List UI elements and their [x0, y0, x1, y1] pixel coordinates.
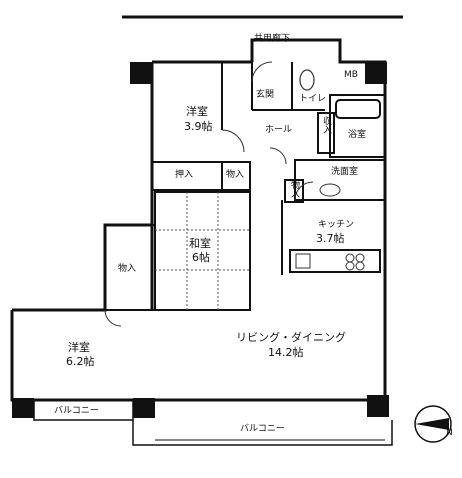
closet-wash-label: 物入: [289, 180, 299, 198]
japanese-room-name: 和室: [189, 237, 211, 250]
western-room1-size: 3.9帖: [184, 120, 213, 133]
entrance-label: 玄関: [256, 90, 275, 100]
bath-label: 浴室: [348, 130, 367, 140]
door-swings: [104, 61, 314, 327]
living-name: リビング・ダイニング: [236, 331, 346, 344]
western-room2-size: 6.2帖: [66, 355, 95, 368]
kitchen-size: 3.7帖: [316, 232, 345, 245]
toilet-label: トイレ: [299, 94, 327, 104]
western-room1-name: 洋室: [186, 105, 208, 118]
pillar-top-right: [365, 62, 387, 84]
pillar-bottom-right: [367, 395, 389, 417]
north-arrow: [414, 405, 452, 443]
pillar-top-left: [130, 62, 152, 84]
living-size: 14.2帖: [268, 346, 304, 359]
closet-left-label: 物入: [118, 264, 137, 274]
interior-walls: [11, 62, 386, 400]
western-room2-name: 洋室: [68, 341, 90, 354]
balcony-main-label: バルコニー: [240, 424, 285, 434]
balconies: [33, 399, 393, 446]
north-label: N: [446, 428, 453, 438]
washroom-label: 洗面室: [331, 167, 359, 177]
japanese-room-size: 6帖: [192, 251, 210, 264]
pillar-bottom-left: [12, 398, 34, 418]
kitchen-name: キッチン: [318, 220, 355, 230]
hall-label: ホール: [265, 125, 293, 135]
toilet-fixture: [299, 69, 315, 91]
closet-small-label: 物入: [226, 170, 245, 180]
corridor-label: 共用廊下: [254, 34, 291, 44]
pillar-bottom-mid: [133, 398, 155, 418]
balcony-small-label: バルコニー: [54, 406, 99, 416]
mb-label: MB: [344, 70, 358, 80]
kitchen-fixtures: [295, 253, 365, 271]
washbasin-fixture: [319, 183, 341, 197]
oshiire-label: 押入: [175, 170, 194, 180]
closet-hall-label: 収入: [321, 116, 331, 134]
